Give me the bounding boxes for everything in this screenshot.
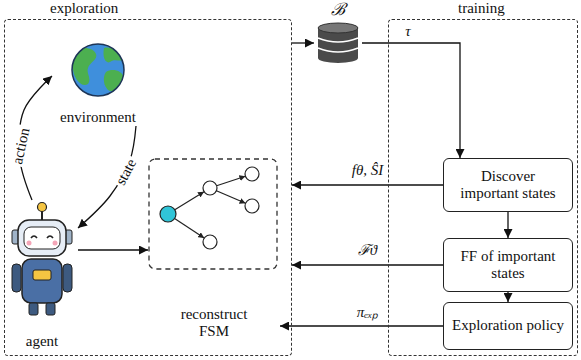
arrow-connector [507, 212, 508, 238]
arrow-connector [507, 292, 508, 302]
globe-icon [52, 40, 144, 100]
box-label: Discover important states [450, 168, 566, 203]
database-icon [314, 22, 362, 64]
panel-heading: exploration [50, 0, 118, 17]
box-label: FF of important states [450, 248, 566, 283]
process-box: FF of important states [443, 238, 573, 292]
process-box: Discover important states [443, 158, 573, 212]
node-label: environment [52, 109, 144, 126]
node-label: agent [6, 333, 78, 350]
arrow-connector [280, 325, 443, 326]
box-label: Exploration policy [452, 317, 564, 334]
node-label: reconstruct FSM [168, 306, 260, 341]
edge-label: action [9, 124, 34, 167]
agent-node: agent [6, 200, 78, 350]
arrow-connector [78, 249, 148, 250]
fsm-drawing [148, 158, 280, 272]
exploration-panel: exploration environment agent [4, 0, 292, 356]
edge-label: state [111, 154, 140, 190]
arrow-connector [292, 184, 443, 185]
training-panel: trainingDiscover important states FF of i… [388, 0, 578, 356]
buffer-node: ℬ [314, 0, 362, 64]
environment-node: environment [52, 40, 144, 126]
edge-label: ℱϑ [356, 242, 379, 259]
arrow-connector [362, 43, 460, 158]
edge-label: τ [403, 23, 412, 40]
process-box: Exploration policy [443, 302, 573, 350]
edge-label: fθ, ŜI [350, 162, 386, 179]
robot-icon [6, 200, 78, 320]
arrow-connector [292, 264, 443, 265]
panel-heading: training [458, 0, 505, 17]
fsm-node: reconstruct FSM [148, 158, 280, 340]
arrow-connector [292, 42, 314, 43]
node-label: ℬ [314, 0, 362, 20]
edge-label: πₑₓₚ [355, 304, 381, 321]
